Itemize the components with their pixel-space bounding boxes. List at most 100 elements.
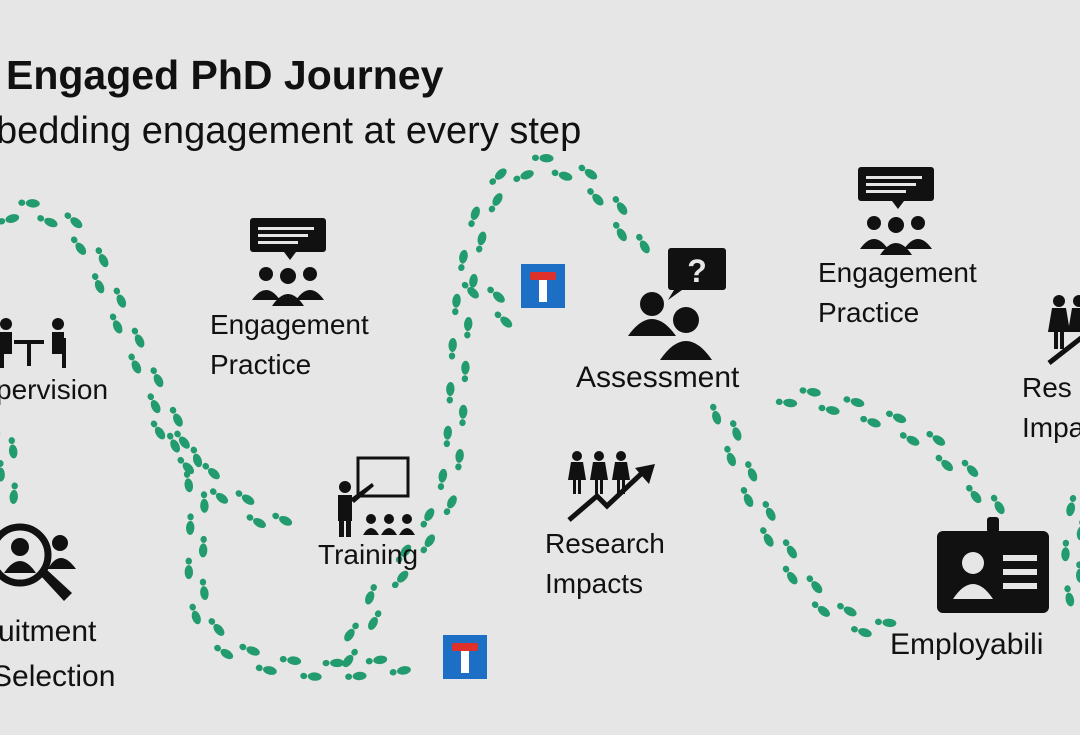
footprint — [578, 164, 598, 180]
footprint — [239, 643, 260, 656]
footprint — [851, 626, 872, 638]
footprint — [208, 618, 225, 636]
footprint — [109, 313, 123, 334]
label-research-right-line2: Impa — [1022, 412, 1080, 443]
footprint — [775, 398, 798, 408]
footprint — [636, 233, 650, 254]
footprint — [1066, 494, 1077, 517]
footprint — [0, 460, 5, 482]
assessment-question-icon: ? — [628, 248, 726, 360]
footprint — [782, 539, 797, 559]
footprint — [166, 432, 181, 453]
label-research-impacts-line2: Impacts — [545, 568, 644, 599]
footprint — [489, 168, 507, 185]
footprint — [147, 393, 161, 414]
footprint — [199, 578, 209, 601]
footprint — [468, 206, 480, 228]
footprint — [255, 664, 277, 675]
footprint — [811, 601, 830, 617]
footprint — [710, 403, 722, 425]
footprint — [345, 671, 367, 681]
footprint — [1076, 561, 1080, 583]
footprint — [745, 461, 758, 482]
footprint — [860, 415, 881, 428]
footprint — [551, 169, 573, 181]
footprint — [961, 459, 979, 477]
footprint — [183, 470, 194, 493]
footprint — [344, 622, 359, 642]
label-engagement-left-line1: Engagement — [210, 309, 369, 340]
research-impact-icon — [567, 451, 655, 522]
footprint — [342, 648, 358, 668]
dead-end-sign — [519, 262, 567, 310]
label-research-impacts-line1: Research — [545, 528, 665, 559]
meeting-icon — [0, 318, 66, 368]
footprint — [18, 199, 40, 208]
footprint — [762, 500, 776, 521]
footprint — [843, 396, 865, 408]
footprint — [874, 618, 897, 628]
footprint — [818, 404, 840, 415]
footprint — [365, 655, 388, 665]
footprint — [186, 513, 195, 535]
label-engagement-right-line2: Practice — [818, 297, 920, 328]
footprint — [455, 448, 464, 471]
footprint — [437, 468, 448, 491]
footprint — [1076, 518, 1080, 541]
footprint — [37, 215, 58, 228]
footprint — [1064, 585, 1075, 607]
footprint — [488, 193, 503, 213]
footprint — [198, 535, 208, 558]
footprint — [389, 666, 411, 676]
footprint — [235, 490, 255, 505]
footprint — [448, 338, 457, 360]
footprint — [279, 655, 302, 665]
footprint — [452, 293, 461, 316]
footprint — [391, 570, 409, 589]
label-engagement-right-line1: Engagement — [818, 257, 977, 288]
footprint — [150, 420, 166, 440]
footprint — [926, 430, 946, 446]
svg-text:?: ? — [687, 253, 707, 289]
label-research-right-line1: Res — [1022, 372, 1072, 403]
footprint — [730, 420, 742, 441]
footprint — [475, 231, 487, 253]
footprint — [1061, 539, 1070, 562]
footprint — [487, 286, 505, 303]
people-growth-icon — [1047, 295, 1080, 365]
footprint — [966, 484, 982, 504]
footprint — [9, 482, 18, 504]
footprint — [368, 610, 382, 630]
footprint — [131, 327, 145, 348]
magnifier-person-icon — [0, 523, 76, 601]
footprint — [799, 387, 821, 397]
footprint — [177, 456, 195, 475]
label-training: Training — [318, 539, 419, 570]
footprint — [899, 432, 920, 446]
footprint — [150, 367, 164, 388]
footprint — [446, 382, 455, 404]
footprint — [190, 446, 203, 468]
footprint — [760, 527, 774, 547]
label-supervision: pervision — [0, 374, 109, 405]
footprint — [174, 430, 190, 449]
footprint — [95, 247, 109, 268]
footprint — [612, 221, 627, 242]
footprint — [494, 311, 513, 328]
footprint — [458, 249, 468, 272]
footprint — [200, 491, 209, 513]
footprint — [209, 488, 229, 504]
footprint — [246, 514, 266, 529]
footprint — [0, 214, 20, 225]
label-engagement-left-line2: Practice — [210, 349, 312, 380]
footprint — [740, 486, 754, 508]
footprint — [365, 584, 377, 605]
footprint — [189, 603, 201, 625]
footprint — [532, 154, 554, 163]
footprint — [202, 462, 220, 480]
footprint — [587, 188, 604, 206]
label-assessment: Assessment — [576, 361, 740, 394]
label-recruitment-line1: uitment — [0, 615, 97, 648]
footprint — [990, 494, 1005, 515]
